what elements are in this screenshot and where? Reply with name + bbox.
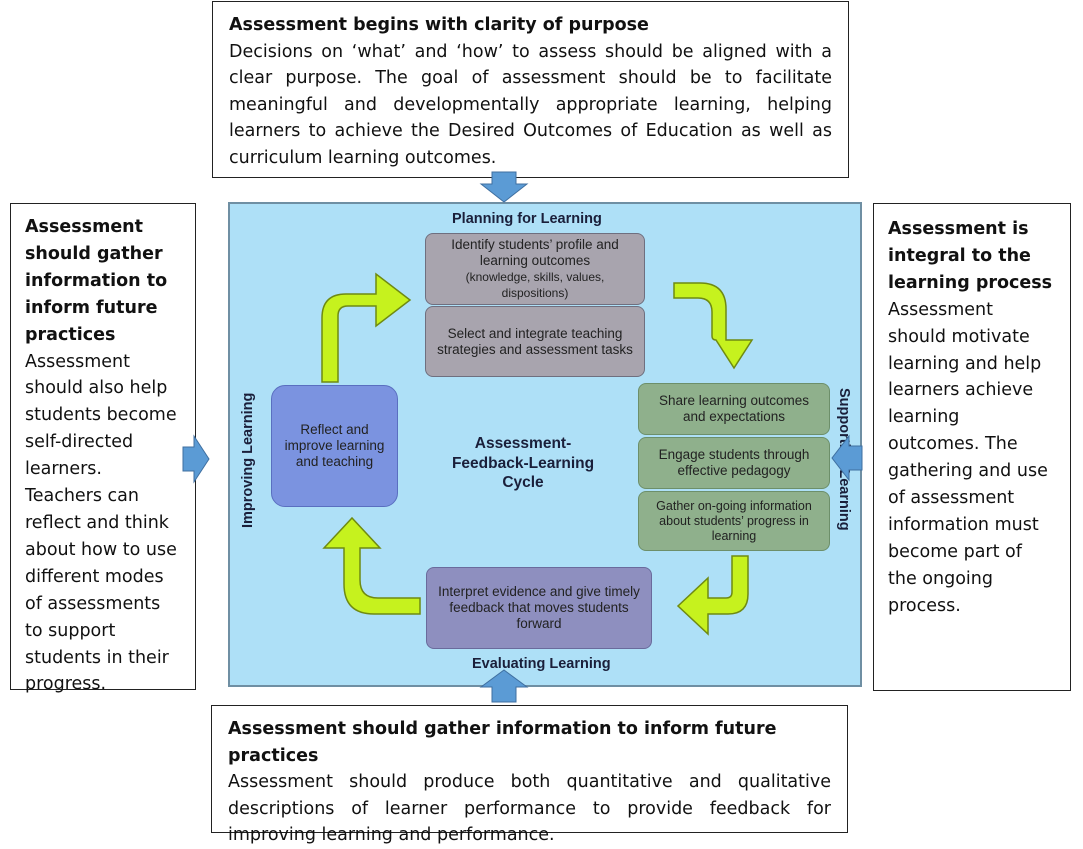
reflect-block: Reflect and improve learning and teachin…: [271, 385, 398, 507]
gather-block: Gather on-going information about studen…: [638, 491, 830, 551]
evaluating-label: Evaluating Learning: [472, 656, 611, 672]
interpret-block: Interpret evidence and give timely feedb…: [426, 567, 652, 649]
arrow-to-evaluating-icon: [676, 555, 749, 636]
engage-text: Engage students through effective pedago…: [658, 447, 810, 478]
share-text: Share learning outcomes and expectations: [658, 393, 810, 424]
integral-box: Assessment is integral to the learning p…: [873, 203, 1071, 691]
pointer-right-icon: [182, 434, 210, 484]
identify-text: Identify students’ profile and learning …: [451, 237, 619, 268]
purpose-title: Assessment begins with clarity of purpos…: [229, 15, 649, 35]
select-text: Select and integrate teaching strategies…: [437, 325, 633, 357]
identify-detail: (knowledge, skills, values, dispositions…: [465, 270, 605, 300]
cycle-center-title: Assessment-Feedback-Learning Cycle: [451, 435, 595, 491]
select-block: Select and integrate teaching strategies…: [425, 306, 645, 377]
planning-label: Planning for Learning: [452, 211, 602, 227]
inform-practices-body: Assessment should also help students bec…: [25, 351, 177, 695]
integral-title: Assessment is integral to the learning p…: [888, 219, 1053, 293]
identify-block: Identify students’ profile and learning …: [425, 233, 645, 305]
pointer-down-icon: [479, 171, 529, 203]
inform-practices-title: Assessment should gather information to …: [25, 217, 168, 345]
engage-block: Engage students through effective pedago…: [638, 437, 830, 489]
feedback-title: Assessment should gather information to …: [228, 719, 777, 766]
pointer-up-icon: [479, 669, 529, 703]
integral-body: Assessment should motivate learning and …: [888, 299, 1048, 616]
feedback-box: Assessment should gather information to …: [211, 705, 848, 845]
arrow-to-planning-icon: [321, 272, 412, 383]
arrow-to-improving-icon: [322, 516, 421, 615]
purpose-body: Decisions on ‘what’ and ‘how’ to assess …: [229, 41, 832, 168]
gather-text: Gather on-going information about studen…: [656, 498, 812, 543]
reflect-text: Reflect and improve learning and teachin…: [284, 422, 385, 469]
inform-practices-box: Assessment should gather information to …: [10, 203, 196, 694]
interpret-text: Interpret evidence and give timely feedb…: [438, 584, 640, 631]
pointer-left-icon: [831, 434, 863, 482]
purpose-box: Assessment begins with clarity of purpos…: [212, 1, 849, 178]
arrow-to-supporting-icon: [673, 282, 754, 370]
share-block: Share learning outcomes and expectations: [638, 383, 830, 435]
